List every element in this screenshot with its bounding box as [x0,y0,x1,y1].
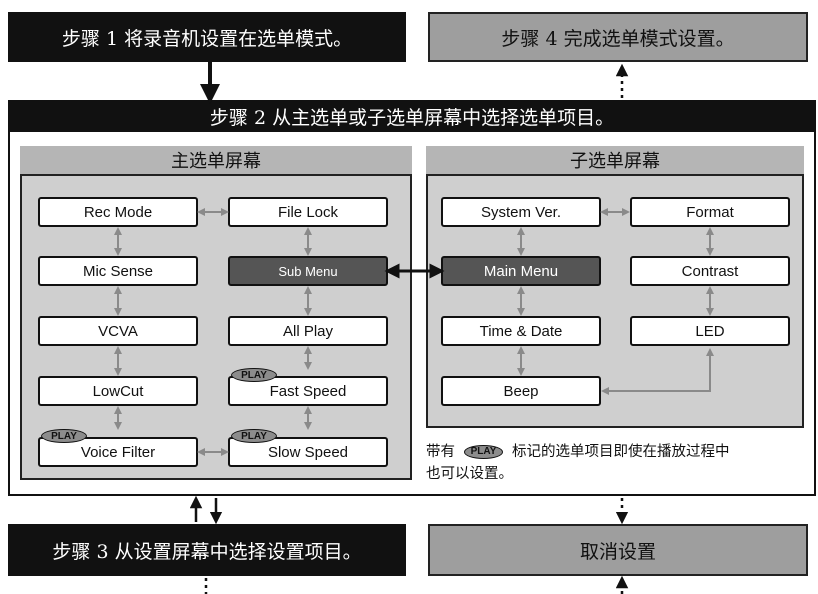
cancel-label: 取消设置 [579,540,656,563]
step3-label: 步骤 3 从设置屏幕中选择设置项目。 [52,540,362,563]
menu-item-lowcut[interactable]: LowCut [38,376,198,406]
play-badge-label: PLAY [241,369,267,381]
slow-speed-label: Slow Speed [267,443,349,461]
sub-menu-panel-title: 子选单屏幕 [426,146,804,176]
menu-item-vcva[interactable]: VCVA [38,316,198,346]
led-label: LED [695,322,725,340]
step2-label: 步骤 2 从主选单或子选单屏幕中选择选单项目。 [209,106,615,129]
note-text-line2: 也可以设置。 [426,466,513,482]
all-play-label: All Play [282,322,334,340]
main-menu-panel-title: 主选单屏幕 [20,146,412,176]
menu-item-format[interactable]: Format [630,197,790,227]
play-badge-label: PLAY [51,430,77,442]
vcva-label: VCVA [98,322,138,340]
time-date-label: Time & Date [479,322,563,340]
sub-menu-label: Sub Menu [278,263,338,279]
play-badge-inline: PLAY [463,445,504,459]
link-beep-led [601,348,714,395]
menu-item-system-ver[interactable]: System Ver. [441,197,601,227]
file-lock-label: File Lock [277,203,339,221]
step1-box: 步骤 1 将录音机设置在选单模式。 [8,12,406,62]
voice-filter-label: Voice Filter [80,443,156,461]
beep-label: Beep [503,382,539,400]
menu-item-time-date[interactable]: Time & Date [441,316,601,346]
step4-label: 步骤 4 完成选单模式设置。 [501,27,735,50]
format-label: Format [686,203,734,221]
menu-item-contrast[interactable]: Contrast [630,256,790,286]
cancel-box: 取消设置 [428,524,808,576]
note-text-before: 带有 [426,444,455,460]
menu-item-all-play[interactable]: All Play [228,316,388,346]
menu-item-file-lock[interactable]: File Lock [228,197,388,227]
play-badge-slow-speed: PLAY [231,429,277,443]
mic-sense-label: Mic Sense [82,262,154,280]
inline-badge-label: PLAY [470,446,497,457]
menu-item-led[interactable]: LED [630,316,790,346]
step4-box: 步骤 4 完成选单模式设置。 [428,12,808,62]
step1-label: 步骤 1 将录音机设置在选单模式。 [61,27,353,50]
step2-header: 步骤 2 从主选单或子选单屏幕中选择选单项目。 [8,100,816,132]
menu-item-beep[interactable]: Beep [441,376,601,406]
play-note: 带有 PLAY 标记的选单项目即使在播放过程中 也可以设置。 [426,441,814,485]
play-badge-voice-filter: PLAY [41,429,87,443]
contrast-label: Contrast [681,262,739,280]
note-text-after: 标记的选单项目即使在播放过程中 [511,444,730,460]
play-badge-fast-speed: PLAY [231,368,277,382]
rec-mode-label: Rec Mode [83,203,153,221]
fast-speed-label: Fast Speed [269,382,347,400]
lowcut-label: LowCut [92,382,144,400]
sub-menu-title: 子选单屏幕 [570,151,660,172]
step3-box: 步骤 3 从设置屏幕中选择设置项目。 [8,524,406,576]
menu-item-rec-mode[interactable]: Rec Mode [38,197,198,227]
menu-item-mic-sense[interactable]: Mic Sense [38,256,198,286]
menu-item-main-menu[interactable]: Main Menu [441,256,601,286]
system-ver-label: System Ver. [480,203,562,221]
play-badge-label: PLAY [241,430,267,442]
main-menu-label: Main Menu [483,262,559,280]
main-menu-title: 主选单屏幕 [171,151,261,172]
